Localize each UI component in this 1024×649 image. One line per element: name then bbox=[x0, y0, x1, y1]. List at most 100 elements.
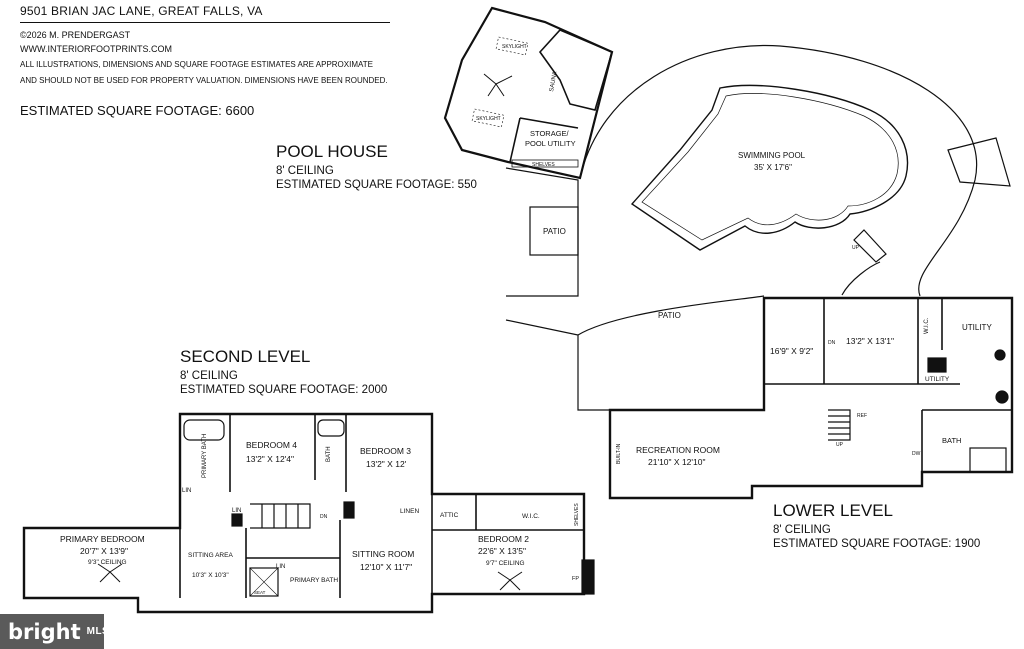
pool-house-walls bbox=[443, 6, 614, 180]
bedroom2-label: BEDROOM 2 bbox=[478, 534, 529, 544]
built-in-label: BUILT-IN bbox=[616, 443, 622, 464]
sl-dn-label: DN bbox=[320, 514, 328, 520]
sitting-area-label: SITTING AREA bbox=[188, 552, 233, 559]
lower-level-title: LOWER LEVEL bbox=[773, 501, 893, 520]
patio-small-outline bbox=[505, 167, 579, 297]
bedroom3-label: BEDROOM 3 bbox=[360, 446, 411, 456]
water-heater-1 bbox=[994, 349, 1006, 361]
rec-room-label: RECREATION ROOM bbox=[636, 445, 720, 455]
pool-house-partition bbox=[509, 117, 521, 163]
primary-fan-icon bbox=[97, 563, 123, 583]
ll-ref-label: REF bbox=[857, 413, 867, 419]
pool-dim-label: 35' X 17'6" bbox=[754, 163, 792, 172]
pool-house-label: POOL HOUSE 8' CEILING ESTIMATED SQUARE F… bbox=[276, 142, 477, 191]
lower-level-ceiling: 8' CEILING bbox=[773, 524, 831, 536]
primary-bath-tub bbox=[183, 419, 225, 441]
pool-house-partition-2 bbox=[519, 117, 579, 129]
primary-bath-label: PRIMARY BATH bbox=[202, 434, 208, 478]
fireplace-insert bbox=[927, 357, 947, 373]
pool-steps-curve bbox=[841, 261, 881, 296]
lin-label-3: LIN bbox=[276, 564, 285, 570]
pool-house-shelves bbox=[511, 159, 579, 168]
website-text: WWW.INTERIORFOOTPRINTS.COM bbox=[20, 44, 172, 54]
wic-label: W.I.C. bbox=[522, 513, 540, 520]
bedroom4-label: BEDROOM 4 bbox=[246, 440, 297, 450]
swimming-pool-outline bbox=[630, 84, 909, 251]
pool-house-ceiling: 8' CEILING bbox=[276, 165, 334, 177]
pool-up-label: UP bbox=[852, 245, 860, 251]
swimming-pool-inner bbox=[641, 93, 899, 241]
lower-bath-tub bbox=[969, 447, 1007, 473]
ll-utility2-label: UTILITY bbox=[925, 376, 950, 383]
sauna-label: SAUNA bbox=[549, 71, 558, 92]
water-heater-2 bbox=[995, 390, 1009, 404]
skylight-label-2: SKYLIGHT bbox=[476, 116, 501, 122]
pool-deck-curve bbox=[579, 44, 978, 297]
primary-bedroom-label: PRIMARY BEDROOM bbox=[60, 534, 145, 544]
shelves-label: SHELVES bbox=[532, 162, 555, 168]
ll-room1-dim: 16'9" X 9'2" bbox=[770, 346, 813, 356]
patio-large-label: PATIO bbox=[658, 311, 681, 320]
shelves-label-2: SHELVES bbox=[574, 503, 580, 526]
ll-room2-dim: 13'2" X 13'1" bbox=[846, 336, 894, 346]
ll-dw-label: DW bbox=[912, 451, 921, 457]
lower-level-label: LOWER LEVEL 8' CEILING ESTIMATED SQUARE … bbox=[773, 501, 980, 550]
rec-room-dim: 21'10" X 12'10" bbox=[648, 457, 706, 467]
primary-bedroom-dim: 20'7" X 13'9" bbox=[80, 546, 128, 556]
logo-mls: MLS bbox=[86, 626, 110, 637]
second-level-stairs bbox=[250, 503, 311, 529]
skylight-2 bbox=[471, 108, 505, 128]
pool-house-sqft: ESTIMATED SQUARE FOOTAGE: 550 bbox=[276, 179, 477, 191]
disclaimer-line-2: AND SHOULD NOT BE USED FOR PROPERTY VALU… bbox=[20, 76, 388, 85]
pool-label: SWIMMING POOL bbox=[738, 151, 806, 160]
patio-small-label: PATIO bbox=[543, 227, 566, 236]
sauna-walls bbox=[538, 29, 613, 111]
lin-label-2: LIN bbox=[232, 508, 241, 514]
patio-small-box bbox=[529, 206, 579, 256]
patio-large-outline bbox=[505, 319, 610, 411]
pool-access-stairs bbox=[853, 229, 887, 263]
lower-level-walls bbox=[608, 296, 1014, 500]
primary-bath-label-2: PRIMARY BATH bbox=[290, 577, 338, 584]
second-level-title: SECOND LEVEL bbox=[180, 347, 311, 366]
seat-cross bbox=[249, 567, 279, 597]
second-level-sqft: ESTIMATED SQUARE FOOTAGE: 2000 bbox=[180, 384, 388, 396]
ll-wic-label: W.I.C. bbox=[924, 317, 930, 334]
sitting-room-label: SITTING ROOM bbox=[352, 549, 414, 559]
second-level-ceiling: 8' CEILING bbox=[180, 370, 238, 382]
pool-deck-inner bbox=[577, 295, 765, 336]
ll-up-label: UP bbox=[836, 442, 844, 448]
bedroom3-dim: 13'2" X 12' bbox=[366, 459, 407, 469]
ceiling-fan-icon bbox=[483, 73, 513, 97]
storage-label-1: STORAGE/ bbox=[530, 129, 570, 138]
ll-utility-label: UTILITY bbox=[962, 323, 992, 332]
ll-dn-label: DN bbox=[828, 340, 836, 346]
ll-bath-label: BATH bbox=[942, 436, 961, 445]
lower-stairs bbox=[828, 409, 851, 441]
lower-level-sqft: ESTIMATED SQUARE FOOTAGE: 1900 bbox=[773, 538, 981, 550]
bedroom2-fan-icon bbox=[497, 571, 523, 591]
pool-house-title: POOL HOUSE bbox=[276, 142, 388, 161]
linen-block bbox=[231, 513, 243, 527]
linen-label: LINEN bbox=[400, 508, 419, 515]
bedroom4-dim: 13'2" X 12'4" bbox=[246, 454, 294, 464]
disclaimer-line-1: ALL ILLUSTRATIONS, DIMENSIONS AND SQUARE… bbox=[20, 60, 373, 69]
bright-mls-logo: bright MLS bbox=[0, 614, 109, 649]
total-square-footage: ESTIMATED SQUARE FOOTAGE: 6600 bbox=[20, 103, 255, 118]
attic-label: ATTIC bbox=[440, 512, 459, 519]
storage-label-2: POOL UTILITY bbox=[525, 139, 576, 148]
chimney-block bbox=[581, 559, 595, 595]
copyright-text: ©2026 M. PRENDERGAST bbox=[20, 30, 131, 40]
header-divider bbox=[20, 22, 390, 23]
fp-label: FP bbox=[572, 576, 579, 582]
bedroom2-dim: 22'6" X 13'5" bbox=[478, 546, 526, 556]
bath-tub-2 bbox=[317, 419, 345, 437]
skylight-label-1: SKYLIGHT bbox=[502, 44, 527, 50]
seat-label: SEAT bbox=[254, 590, 266, 595]
lin-label-1: LIN bbox=[182, 488, 191, 494]
logo-brand: bright bbox=[8, 619, 81, 644]
bath-label-2: BATH bbox=[326, 446, 332, 462]
bedroom2-ceiling: 9'7" CEILING bbox=[486, 560, 525, 567]
pool-stairs bbox=[947, 137, 1011, 187]
